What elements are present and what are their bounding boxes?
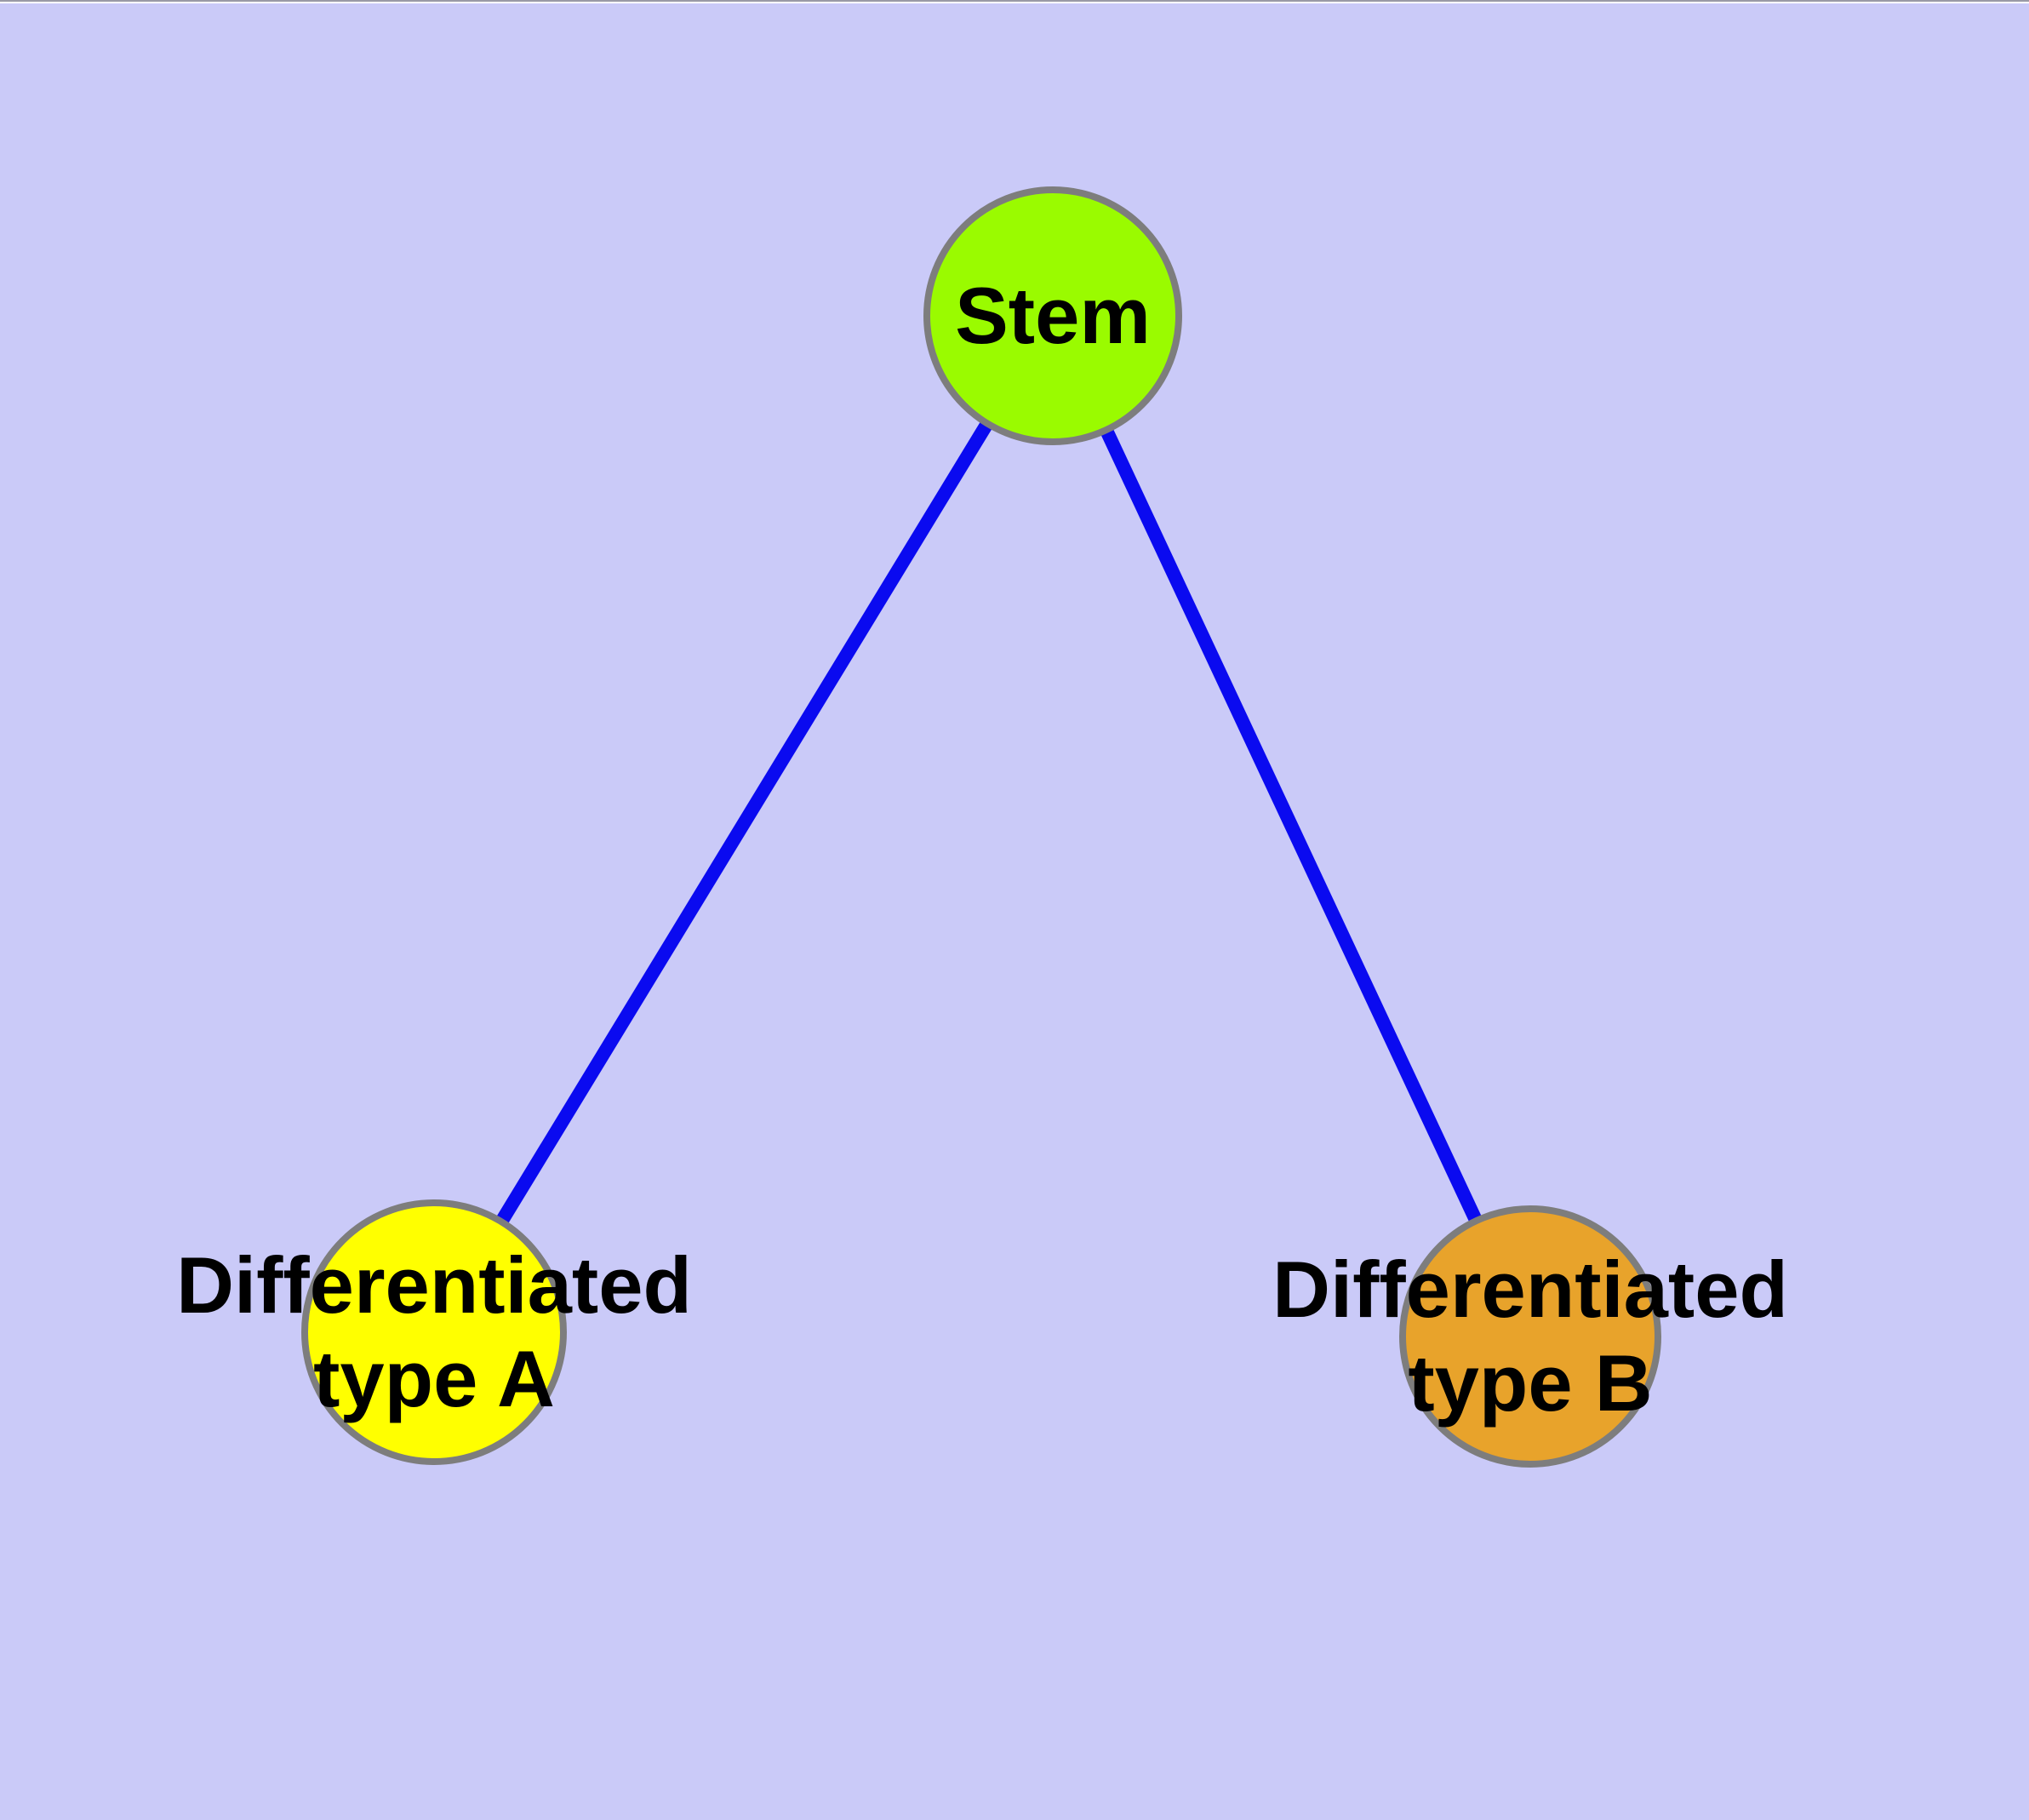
node-label-line: Stem — [955, 271, 1151, 360]
node-label-stem: Stem — [955, 269, 1151, 363]
node-label-line: Differentiated — [1272, 1245, 1788, 1334]
edge-stem-to-type-b — [1046, 312, 1537, 1340]
node-label-line: Differentiated — [176, 1240, 692, 1330]
window-top-edge — [0, 0, 2029, 3]
node-label-type-a: Differentiated type A — [176, 1239, 692, 1426]
node-label-type-b: Differentiated type B — [1272, 1243, 1788, 1430]
edge-stem-to-type-a — [428, 312, 1059, 1336]
node-circle-type-a — [301, 1199, 567, 1465]
node-label-line: type A — [313, 1334, 555, 1423]
node-label-line: type B — [1408, 1338, 1653, 1428]
node-circle-type-b — [1399, 1205, 1661, 1468]
node-circle-stem — [923, 186, 1182, 445]
